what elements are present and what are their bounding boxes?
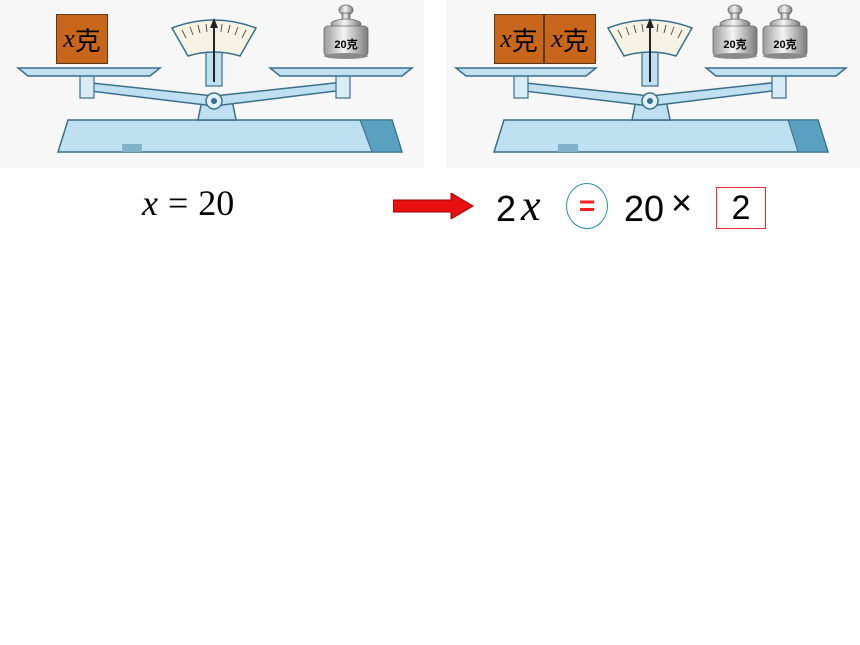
weight-label: 20克 <box>773 39 797 51</box>
block-unit: 克 <box>562 26 589 56</box>
left-balance-scale-drawing <box>15 18 415 153</box>
block-variable: x <box>551 24 563 53</box>
weight-20g: 20克 <box>321 4 371 60</box>
equals-sign-circled: = <box>566 183 608 229</box>
equation-coefficient: 2 <box>496 188 517 229</box>
block-variable: x <box>500 24 512 53</box>
equation-value: 20 <box>198 183 235 223</box>
weight-icon <box>712 4 758 59</box>
weight-20g-1: 20克 <box>710 4 760 60</box>
block-unit: 克 <box>511 26 538 56</box>
answer-box[interactable]: 2 <box>716 187 766 229</box>
left-equation: x=20 <box>142 182 234 224</box>
equation-multiplicand: 20 <box>624 188 665 229</box>
equation-equals: = <box>167 183 189 223</box>
block-unit: 克 <box>74 26 101 56</box>
right-balance-scale-drawing <box>453 18 849 153</box>
weight-20g-2: 20克 <box>760 4 810 60</box>
weight-icon <box>762 4 808 59</box>
equation-variable-x: x <box>521 181 541 230</box>
times-sign: × <box>671 182 693 223</box>
right-arrow-icon <box>393 193 474 219</box>
weight-label: 20克 <box>334 39 358 51</box>
block-variable: x <box>63 24 75 53</box>
weight-label: 20克 <box>723 39 747 51</box>
weight-icon <box>323 4 369 59</box>
equation-variable: x <box>142 183 158 223</box>
answer-value: 2 <box>731 188 751 227</box>
equals-sign: = <box>578 190 596 221</box>
